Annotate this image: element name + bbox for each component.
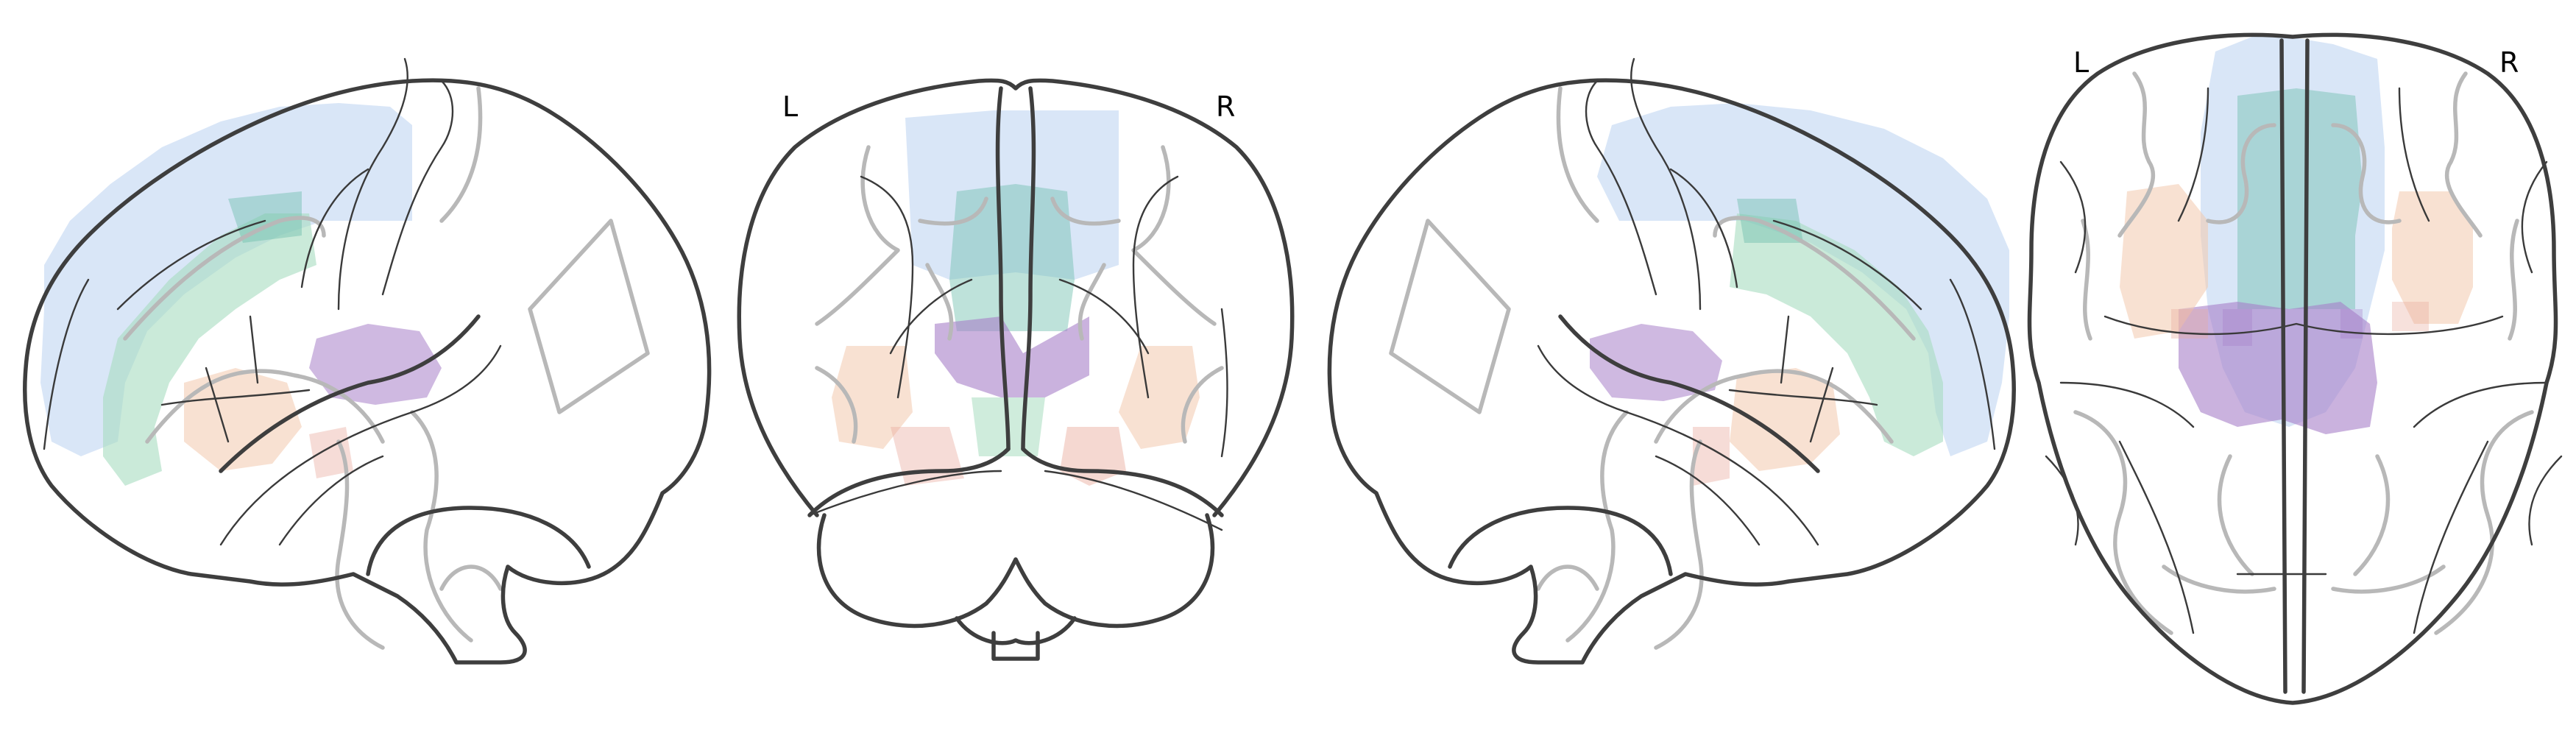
axial-sulci [2045,87,2563,634]
region-teal [228,191,302,243]
axial-regions [2120,37,2473,434]
axial-gyri [2073,71,2534,635]
region-purple-fringe [2223,309,2363,346]
region-rose [2171,302,2429,339]
region-teal [2237,88,2363,309]
sagittal-left-regions [40,103,442,486]
sagittal-right-cerebellum [1448,506,1673,576]
region-orange-right [1119,346,1200,449]
sagittal-left-sulci [43,57,502,546]
region-purple [935,316,1089,397]
region-orange [1730,368,1840,471]
region-green [103,213,316,486]
sagittal-left-sylvian [219,314,481,473]
axial-left-label: L [2073,46,2089,79]
region-rose [309,427,353,478]
coronal-temporal [807,447,1224,517]
region-blue [1597,103,2009,456]
axial-right-label: R [2499,46,2519,79]
region-purple [2179,302,2377,434]
region-rose [891,427,964,486]
axial-outline [2027,32,2558,705]
coronal-midline [995,86,1036,451]
sagittal-right-sylvian [1558,314,1820,473]
coronal-outline [737,78,1295,517]
coronal-left-label: L [782,91,798,123]
region-blue [905,110,1119,280]
coronal-regions [832,110,1200,486]
coronal-right-label: R [1216,91,1235,123]
region-purple [309,324,442,405]
region-green [1730,213,1943,456]
sagittal-left-cerebellum [366,506,591,576]
sagittal-left-view [23,57,712,665]
region-rose-right [1060,427,1126,486]
axial-midline [2279,38,2310,694]
sagittal-left-outline [23,78,712,665]
sagittal-right-outline [1327,78,2016,665]
sagittal-left-gyri [123,86,650,650]
sagittal-right-gyri [1389,86,1916,650]
region-blue [40,103,412,456]
region-orange [2120,184,2208,339]
coronal-cerebellum [816,513,1215,661]
sagittal-right-regions [1590,103,2009,486]
sagittal-right-view [1327,57,2016,665]
region-purple [1590,324,1722,401]
coronal-view: L R [737,78,1295,661]
region-teal [949,184,1075,331]
coronal-sulci [808,175,1228,531]
region-orange [832,346,913,449]
axial-view: L R [2027,32,2563,705]
region-orange-right [2392,191,2473,324]
sagittal-right-sulci [1537,57,1996,546]
